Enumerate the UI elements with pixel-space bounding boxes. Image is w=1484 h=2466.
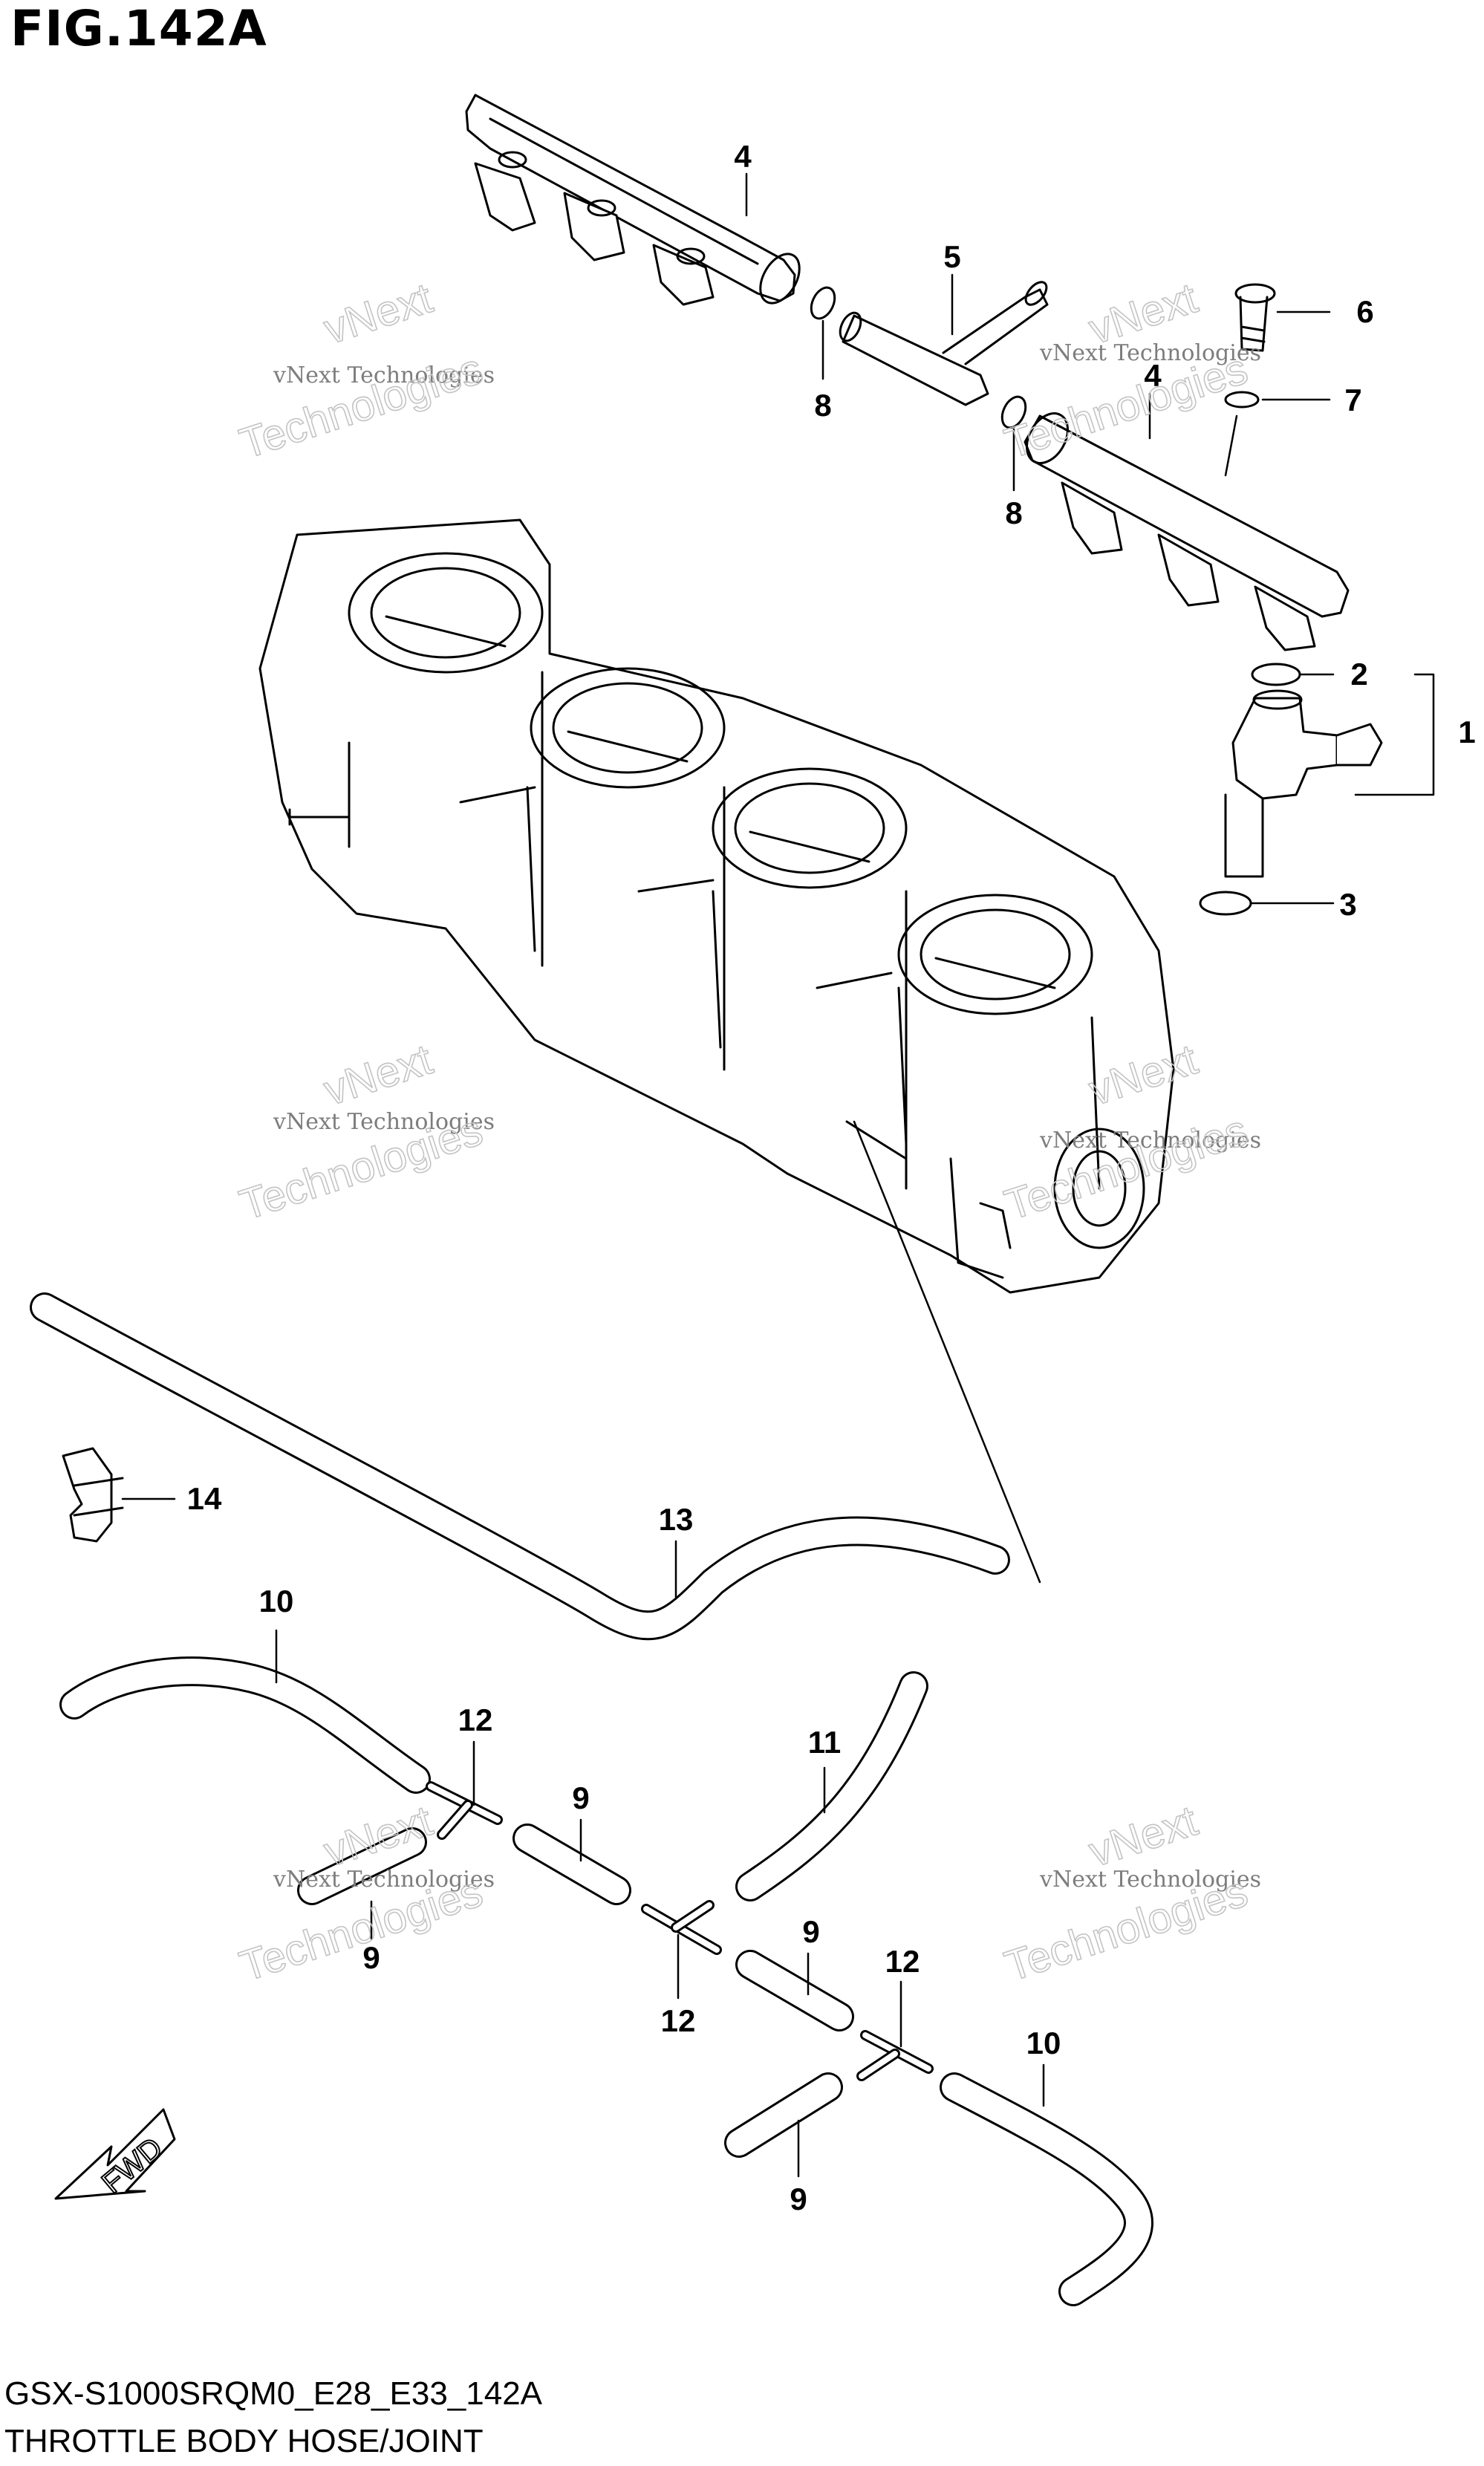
watermark-top-left-text: vNext Technologies (273, 362, 495, 388)
callout-10-lower: 10 (1026, 2026, 1061, 2060)
fwd-arrow-icon (54, 2108, 176, 2200)
callout-13: 13 (659, 1502, 694, 1537)
figure-name: THROTTLE BODY HOSE/JOINT (4, 2423, 484, 2459)
t-joint-12a (426, 1781, 503, 1840)
callout-7: 7 (1344, 383, 1361, 417)
watermark-mid-right-text: vNext Technologies (1039, 1128, 1261, 1154)
callout-4-lower: 4 (1144, 358, 1162, 393)
callout-4-upper: 4 (734, 139, 752, 174)
hose-10a (59, 1656, 431, 1794)
callout-9-left: 9 (362, 1940, 380, 1975)
washer-7 (1224, 391, 1260, 409)
callout-12-left: 12 (458, 1702, 493, 1737)
hose-11 (735, 1671, 928, 1901)
hose-9d (724, 2072, 843, 2158)
figure-code: GSX-S1000SRQM0_E28_E33_142A (4, 2375, 543, 2412)
hose-10b (940, 2072, 1153, 2306)
watermark-top-left-brand: vNext (318, 274, 437, 354)
t-joint-12b (641, 1900, 722, 1955)
hose-9b (512, 1824, 631, 1905)
callout-6: 6 (1356, 294, 1373, 329)
watermark-low-right-brand: vNext (1083, 1797, 1203, 1877)
injector-1 (1224, 689, 1383, 878)
callout-3: 3 (1339, 887, 1356, 922)
o-ring-8a (810, 286, 836, 320)
hose-13 (30, 1292, 1010, 1641)
watermark-top-right-text: vNext Technologies (1039, 340, 1261, 366)
callout-11: 11 (808, 1725, 841, 1760)
callout-8-right: 8 (1005, 495, 1022, 530)
t-joint-12c (856, 2030, 934, 2081)
o-ring-8b (1000, 395, 1027, 429)
callout-10-upper: 10 (259, 1584, 294, 1618)
callout-2: 2 (1350, 657, 1367, 692)
hose-9a (297, 1827, 427, 1905)
figure-title: FIG.142A (10, 0, 267, 57)
throttle-body-assembly (258, 518, 1175, 1294)
callout-8-left: 8 (814, 388, 831, 423)
watermark-mid-left-brand: vNext (318, 1035, 437, 1116)
hose-9c (735, 1950, 854, 2031)
callout-9-right: 9 (802, 1914, 819, 1949)
fuel-rail-upper (465, 94, 801, 306)
leader-throttle-hose (853, 1120, 1041, 1584)
bolt-6 (1234, 283, 1276, 352)
callout-14: 14 (187, 1481, 222, 1516)
callout-1: 1 (1458, 715, 1475, 749)
callout-5: 5 (943, 239, 960, 274)
watermark-low-left-text: vNext Technologies (273, 1867, 495, 1893)
callout-12-right: 12 (885, 1944, 920, 1979)
fuel-joint-5 (839, 281, 1049, 406)
fuel-rail-lower (1023, 412, 1350, 651)
watermark-low-right-text: vNext Technologies (1039, 1867, 1261, 1893)
callout-12-mid: 12 (661, 2003, 696, 2038)
callout-9-bottom: 9 (790, 2182, 807, 2216)
callout-9-mid: 9 (572, 1780, 589, 1815)
o-ring-3 (1199, 891, 1252, 916)
o-ring-2 (1251, 663, 1301, 686)
watermark-mid-left-text: vNext Technologies (273, 1109, 495, 1135)
leader-lines (121, 172, 1435, 2178)
clip-14 (62, 1447, 124, 1543)
callout-labels: 1 2 3 4 4 5 6 7 8 8 9 9 9 9 10 10 11 12 … (187, 139, 1476, 2216)
